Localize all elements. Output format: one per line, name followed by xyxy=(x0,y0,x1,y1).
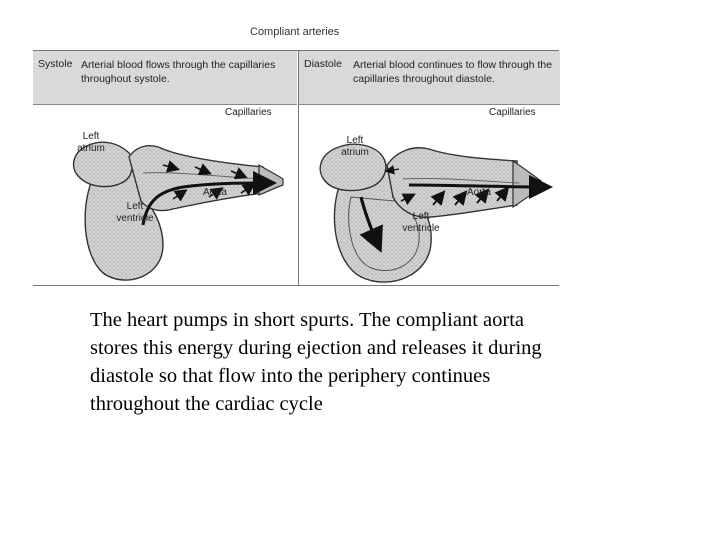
systole-description: Arterial blood flows through the capilla… xyxy=(81,59,276,85)
diastole-caption-bar: Diastole Arterial blood continues to flo… xyxy=(299,51,560,105)
diastole-heart-illustration xyxy=(319,143,553,283)
figure-title: Compliant arteries xyxy=(250,26,340,38)
systole-panel: Systole Arterial blood flows through the… xyxy=(33,51,297,285)
explanation-text: The heart pumps in short spurts. The com… xyxy=(90,309,542,415)
diastole-aorta-shape xyxy=(386,147,518,218)
diastole-filling-arrow xyxy=(359,196,383,253)
systole-left-atrium-shape xyxy=(72,141,134,188)
diastole-main-flow-arrow xyxy=(408,174,553,199)
systole-caption-bar: Systole Arterial blood flows through the… xyxy=(33,51,297,105)
diastole-capillaries-label: Capillaries xyxy=(489,107,536,118)
diastole-left-atrium-label: Left atrium xyxy=(341,135,369,158)
systole-aorta-label: Aorta xyxy=(203,187,227,198)
diastole-description: Arterial blood continues to flow through… xyxy=(353,59,553,85)
diastole-phase-label: Diastole xyxy=(304,58,342,70)
diastole-aorta-label: Aorta xyxy=(467,187,491,198)
diastole-left-ventricle-label: Left ventricle xyxy=(402,211,440,234)
systole-capillaries-shape xyxy=(258,163,284,196)
systole-main-flow-arrow xyxy=(141,171,277,226)
systole-capillaries-label: Capillaries xyxy=(225,107,272,118)
diastole-left-atrium-shape xyxy=(319,143,387,192)
diastole-capillaries-shape xyxy=(512,159,542,209)
systole-phase-label: Systole xyxy=(38,58,73,70)
systole-heart-illustration xyxy=(72,141,284,281)
compliant-arteries-figure: Systole Arterial blood flows through the… xyxy=(33,50,560,286)
systole-left-ventricle-label: Left ventricle xyxy=(116,201,154,224)
diastole-panel: Diastole Arterial blood continues to flo… xyxy=(298,51,560,285)
systole-left-atrium-label: Left atrium xyxy=(77,131,105,154)
